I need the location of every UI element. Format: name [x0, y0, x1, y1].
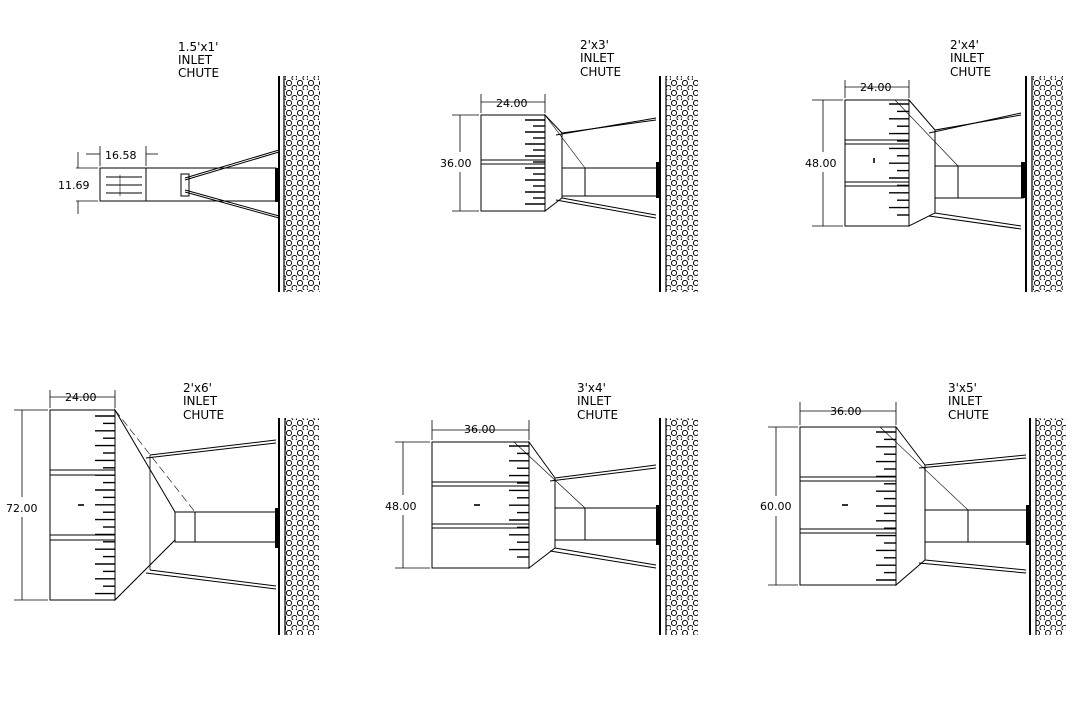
chute-3-title: 2'x4' INLET CHUTE [950, 38, 991, 79]
chute-4-inlet-label: INLET [183, 394, 218, 408]
chute-3-height-value: 48.00 [805, 157, 837, 170]
chute-6-chute-label: CHUTE [948, 408, 989, 422]
chute-1-drawing: 1.5'x1' INLET CHUTE [58, 40, 320, 292]
chute-5-inlet-label: INLET [577, 394, 612, 408]
chute-2-chute-label: CHUTE [580, 65, 621, 79]
chute-5-width-dimension: 36.00 [431, 420, 530, 440]
chute-3-size-label: 2'x4' [950, 38, 979, 52]
chute-5-height-value: 48.00 [385, 500, 417, 513]
chute-2-height-dimension: 36.00 [440, 114, 479, 212]
chute-2-size-label: 2'x3' [580, 38, 609, 52]
chute-1-width-value: 16.58 [105, 149, 137, 162]
chute-4-title: 2'x6' INLET CHUTE [183, 381, 224, 422]
chute-6-body [799, 425, 1028, 587]
chute-3-drawing: 2'x4' INLET CHUTE [805, 38, 1063, 292]
chute-2-inlet-label: INLET [580, 51, 615, 65]
chute-5-title: 3'x4' INLET CHUTE [577, 381, 618, 422]
chute-6-height-dimension: 60.00 [760, 426, 798, 586]
chute-5-body [431, 440, 658, 570]
chute-6-inlet-label: INLET [948, 394, 983, 408]
chute-6-drawing: 3'x5' INLET CHUTE [760, 381, 1066, 635]
chute-1-size-label: 1.5'x1' [178, 40, 218, 54]
chute-1-body [99, 149, 280, 219]
chute-3-inlet-label: INLET [950, 51, 985, 65]
chute-5-chute-label: CHUTE [577, 408, 618, 422]
chute-1-inlet-label: INLET [178, 53, 213, 67]
chute-6-title: 3'x5' INLET CHUTE [948, 381, 989, 422]
chute-1-height-value: 11.69 [58, 179, 90, 192]
chute-2-width-dimension: 24.00 [480, 94, 546, 113]
chute-4-wall [275, 418, 319, 635]
chute-5-wall [656, 418, 698, 635]
chute-3-body [844, 98, 1024, 230]
chute-5-height-dimension: 48.00 [385, 441, 430, 569]
chute-2-wall [656, 76, 698, 292]
chute-4-width-value: 24.00 [65, 391, 97, 404]
chute-6-size-label: 3'x5' [948, 381, 977, 395]
chute-3-wall [1021, 76, 1063, 292]
chute-5-scale [509, 445, 529, 558]
chute-6-height-value: 60.00 [760, 500, 792, 513]
chute-6-wall [1026, 418, 1066, 635]
chute-4-body [49, 408, 278, 602]
chute-2-scale [525, 119, 545, 205]
chute-5-drawing: 3'x4' INLET CHUTE [385, 381, 698, 635]
chute-3-width-value: 24.00 [860, 81, 892, 94]
chute-5-width-value: 36.00 [464, 423, 496, 436]
chute-1-wall [275, 76, 320, 292]
chute-2-height-value: 36.00 [440, 157, 472, 170]
chute-4-size-label: 2'x6' [183, 381, 212, 395]
chute-1-title: 1.5'x1' INLET CHUTE [178, 40, 219, 80]
chute-3-chute-label: CHUTE [950, 65, 991, 79]
chute-4-scale [95, 415, 115, 595]
chute-3-height-dimension: 48.00 [805, 99, 843, 227]
chute-6-width-dimension: 36.00 [799, 402, 897, 425]
chute-3-width-dimension: 24.00 [844, 80, 910, 98]
chute-5-size-label: 3'x4' [577, 381, 606, 395]
chute-2-body [480, 113, 658, 219]
chute-6-width-value: 36.00 [830, 405, 862, 418]
chute-6-scale [876, 431, 896, 581]
chute-2-width-value: 24.00 [496, 97, 528, 110]
chute-1-width-dimension: 16.58 [86, 146, 158, 166]
chute-4-height-value: 72.00 [6, 502, 38, 515]
chute-1-height-dimension: 11.69 [58, 152, 98, 214]
chute-1-chute-label: CHUTE [178, 66, 219, 80]
chute-4-chute-label: CHUTE [183, 408, 224, 422]
chute-4-height-dimension: 72.00 [6, 409, 48, 601]
chute-2-title: 2'x3' INLET CHUTE [580, 38, 621, 79]
chute-2-drawing: 2'x3' INLET CHUTE 24. [440, 38, 698, 292]
chute-4-width-dimension: 24.00 [49, 390, 116, 408]
chute-4-drawing: 2'x6' INLET CHUTE [6, 381, 319, 635]
chute-3-scale [889, 103, 909, 216]
